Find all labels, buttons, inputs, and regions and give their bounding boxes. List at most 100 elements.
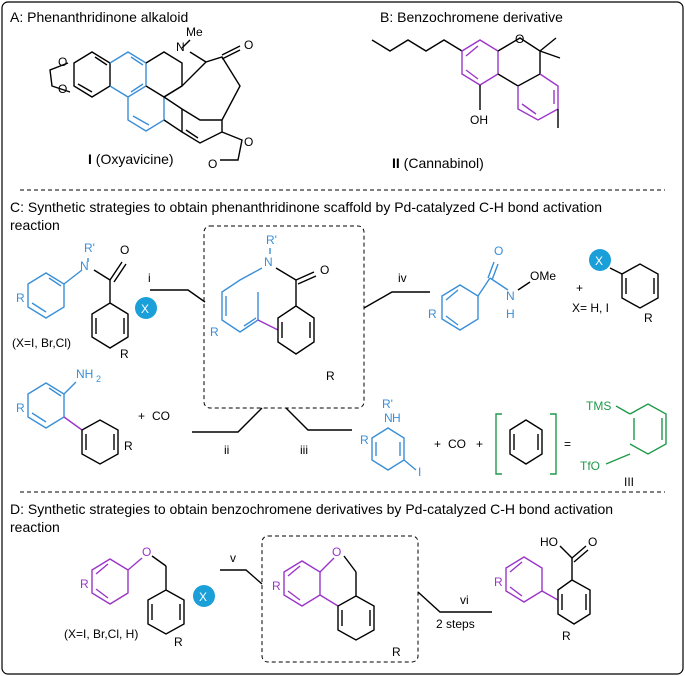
arrow-iii — [285, 407, 352, 431]
x-badge-d — [193, 585, 215, 607]
x-note-d: (X=I, Br,Cl, H) — [64, 627, 138, 641]
aryl-partner: R — [609, 263, 659, 325]
svg-text:R: R — [16, 291, 25, 305]
arrow-iv — [363, 291, 430, 309]
steps-label: 2 steps — [436, 617, 475, 631]
svg-text:R: R — [494, 575, 503, 589]
phenanthridinone-core: R' N R O R — [210, 233, 335, 383]
label-i: i — [148, 271, 151, 285]
co-iii: CO — [448, 437, 466, 451]
svg-text:O: O — [58, 82, 67, 96]
svg-text:O: O — [58, 55, 67, 69]
svg-text:N: N — [176, 40, 185, 54]
aryne-label: III — [624, 475, 634, 489]
plus-iii: + — [434, 437, 441, 451]
arrow-i — [150, 289, 206, 303]
svg-text:NH: NH — [76, 367, 93, 381]
benzochromene-box — [261, 535, 419, 663]
svg-text:R': R' — [84, 241, 95, 255]
x-note-iv: X= H, I — [572, 301, 609, 315]
svg-text:O: O — [332, 545, 341, 559]
cannabinol-label: II (Cannabinol) — [392, 155, 484, 171]
svg-text:N: N — [264, 255, 273, 269]
plus-iv: + — [576, 281, 583, 295]
svg-text:R: R — [120, 347, 129, 361]
svg-text:R: R — [428, 307, 437, 321]
svg-text:R: R — [210, 325, 219, 339]
label-ii: ii — [224, 443, 229, 457]
svg-text:TMS: TMS — [586, 399, 611, 413]
panel-a-title: A: Phenanthridinone alkaloid — [10, 9, 188, 25]
equals-sign: = — [564, 437, 571, 451]
n-methoxybenzamide: R O N H OMe — [428, 244, 556, 331]
svg-text:N: N — [506, 289, 515, 303]
biaryl-amine: R NH 2 R — [16, 367, 133, 465]
x-badge-c — [135, 297, 157, 319]
arrow-v — [220, 569, 263, 585]
panel-d-title-line2: reaction — [10, 519, 60, 535]
svg-text:N: N — [384, 411, 393, 425]
svg-text:O: O — [320, 263, 329, 277]
svg-text:R': R' — [382, 397, 393, 411]
label-v: v — [230, 551, 236, 565]
arrow-vi — [417, 591, 492, 613]
x-badge-d-label: X — [199, 590, 207, 604]
x-note-c: (X=I, Br,Cl) — [12, 336, 71, 350]
benzyne-bracketed — [495, 413, 557, 475]
svg-text:R: R — [272, 579, 281, 593]
oxyavicine-label: I (Oxyavicine) — [88, 151, 174, 167]
svg-text:2: 2 — [96, 374, 101, 384]
iodoaniline: R' N H R I — [360, 397, 421, 479]
svg-text:R: R — [326, 369, 335, 383]
svg-text:OH: OH — [470, 113, 488, 127]
svg-text:R: R — [392, 645, 401, 659]
oxyavicine-structure: O O N Me O O O — [49, 25, 253, 171]
label-iii: iii — [300, 443, 308, 457]
phenanthridinone-box — [203, 225, 365, 409]
svg-text:R: R — [174, 635, 183, 649]
anilide-substrate: R N R' O R — [16, 241, 129, 361]
svg-text:O: O — [120, 243, 129, 257]
svg-text:O: O — [244, 38, 253, 52]
svg-text:I: I — [418, 465, 421, 479]
plus-iii-b: + — [476, 437, 483, 451]
svg-text:O: O — [142, 545, 151, 559]
x-badge-c-label: X — [141, 302, 149, 316]
aryne-precursor: TMS TfO — [580, 399, 667, 473]
svg-text:R: R — [16, 401, 25, 415]
benzochromene-core: R O R — [272, 545, 401, 659]
x-badge-iv — [589, 249, 611, 271]
svg-text:R: R — [80, 577, 89, 591]
arrow-ii — [192, 407, 263, 433]
svg-text:O: O — [244, 135, 253, 149]
x-badge-iv-label: X — [595, 254, 603, 268]
label-iv: iv — [398, 271, 407, 285]
svg-text:O: O — [588, 535, 597, 549]
svg-text:O: O — [494, 244, 503, 258]
svg-text:Me: Me — [186, 25, 203, 39]
panel-c-title-line2: reaction — [10, 217, 60, 233]
co-ii: CO — [152, 409, 170, 423]
svg-text:R: R — [562, 629, 571, 643]
svg-text:R: R — [644, 311, 653, 325]
svg-text:HO: HO — [540, 535, 558, 549]
svg-text:R': R' — [266, 233, 277, 247]
svg-text:TfO: TfO — [580, 459, 600, 473]
panel-c-title-line1: C: Synthetic strategies to obtain phenan… — [10, 199, 602, 215]
svg-text:N: N — [80, 259, 89, 273]
aryl-benzyl-ether: R O R — [80, 545, 185, 649]
svg-text:O: O — [208, 157, 217, 171]
svg-text:H: H — [506, 307, 515, 321]
svg-text:R: R — [360, 433, 369, 447]
svg-text:H: H — [392, 411, 401, 425]
svg-text:O: O — [515, 32, 524, 46]
panel-d-title-line1: D: Synthetic strategies to obtain benzoc… — [10, 501, 613, 517]
svg-text:R: R — [124, 439, 133, 453]
cannabinol-structure: OH O — [371, 32, 561, 128]
panel-b-title: B: Benzochromene derivative — [380, 9, 563, 25]
label-vi: vi — [460, 593, 469, 607]
svg-text:OMe: OMe — [530, 269, 556, 283]
plus-ii: + — [138, 409, 145, 423]
